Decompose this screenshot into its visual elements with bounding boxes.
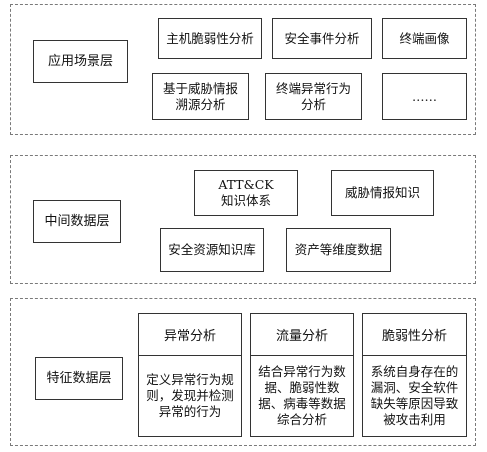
middle-data-layer-label: 中间数据层 xyxy=(33,200,121,243)
application-layer xyxy=(10,4,476,135)
host-vulnerability-analysis-box: 主机脆弱性分析 xyxy=(158,18,262,59)
traffic-analysis-body: 结合异常行为数 据、脆弱性数 据、病毒等数据 综合分析 xyxy=(258,363,346,427)
middle-data-layer xyxy=(10,155,476,284)
anomaly-analysis-title: 异常分析 xyxy=(139,314,241,356)
vulnerability-analysis-title: 脆弱性分析 xyxy=(363,314,466,356)
threat-intel-knowledge-box: 威胁情报知识 xyxy=(331,170,434,216)
terminal-abnormal-behavior-box: 终端异常行为 分析 xyxy=(265,73,362,120)
traffic-analysis-column: 流量分析 结合异常行为数 据、脆弱性数 据、病毒等数据 综合分析 xyxy=(250,313,354,437)
attck-knowledge-box: ATT&CK 知识体系 xyxy=(194,170,298,216)
terminal-portrait-box: 终端画像 xyxy=(382,18,467,59)
application-layer-label: 应用场景层 xyxy=(33,40,128,83)
anomaly-analysis-body: 定义异常行为规 则，发现并检测 异常的行为 xyxy=(146,371,234,419)
feature-data-layer xyxy=(10,298,476,446)
traffic-analysis-title: 流量分析 xyxy=(251,314,353,356)
vulnerability-analysis-column: 脆弱性分析 系统自身存在的 漏洞、安全软件 缺失等原因导致 被攻击利用 xyxy=(362,313,467,437)
security-event-analysis-box: 安全事件分析 xyxy=(272,18,372,59)
feature-data-layer-label: 特征数据层 xyxy=(35,357,123,400)
anomaly-analysis-column: 异常分析 定义异常行为规 则，发现并检测 异常的行为 xyxy=(138,313,242,437)
vulnerability-analysis-body: 系统自身存在的 漏洞、安全软件 缺失等原因导致 被攻击利用 xyxy=(370,363,459,427)
threat-intel-tracing-box: 基于威胁情报 溯源分析 xyxy=(152,73,249,120)
asset-dimension-data-box: 资产等维度数据 xyxy=(286,228,391,272)
security-resource-kb-box: 安全资源知识库 xyxy=(160,228,264,272)
ellipsis-box: …… xyxy=(382,73,467,120)
